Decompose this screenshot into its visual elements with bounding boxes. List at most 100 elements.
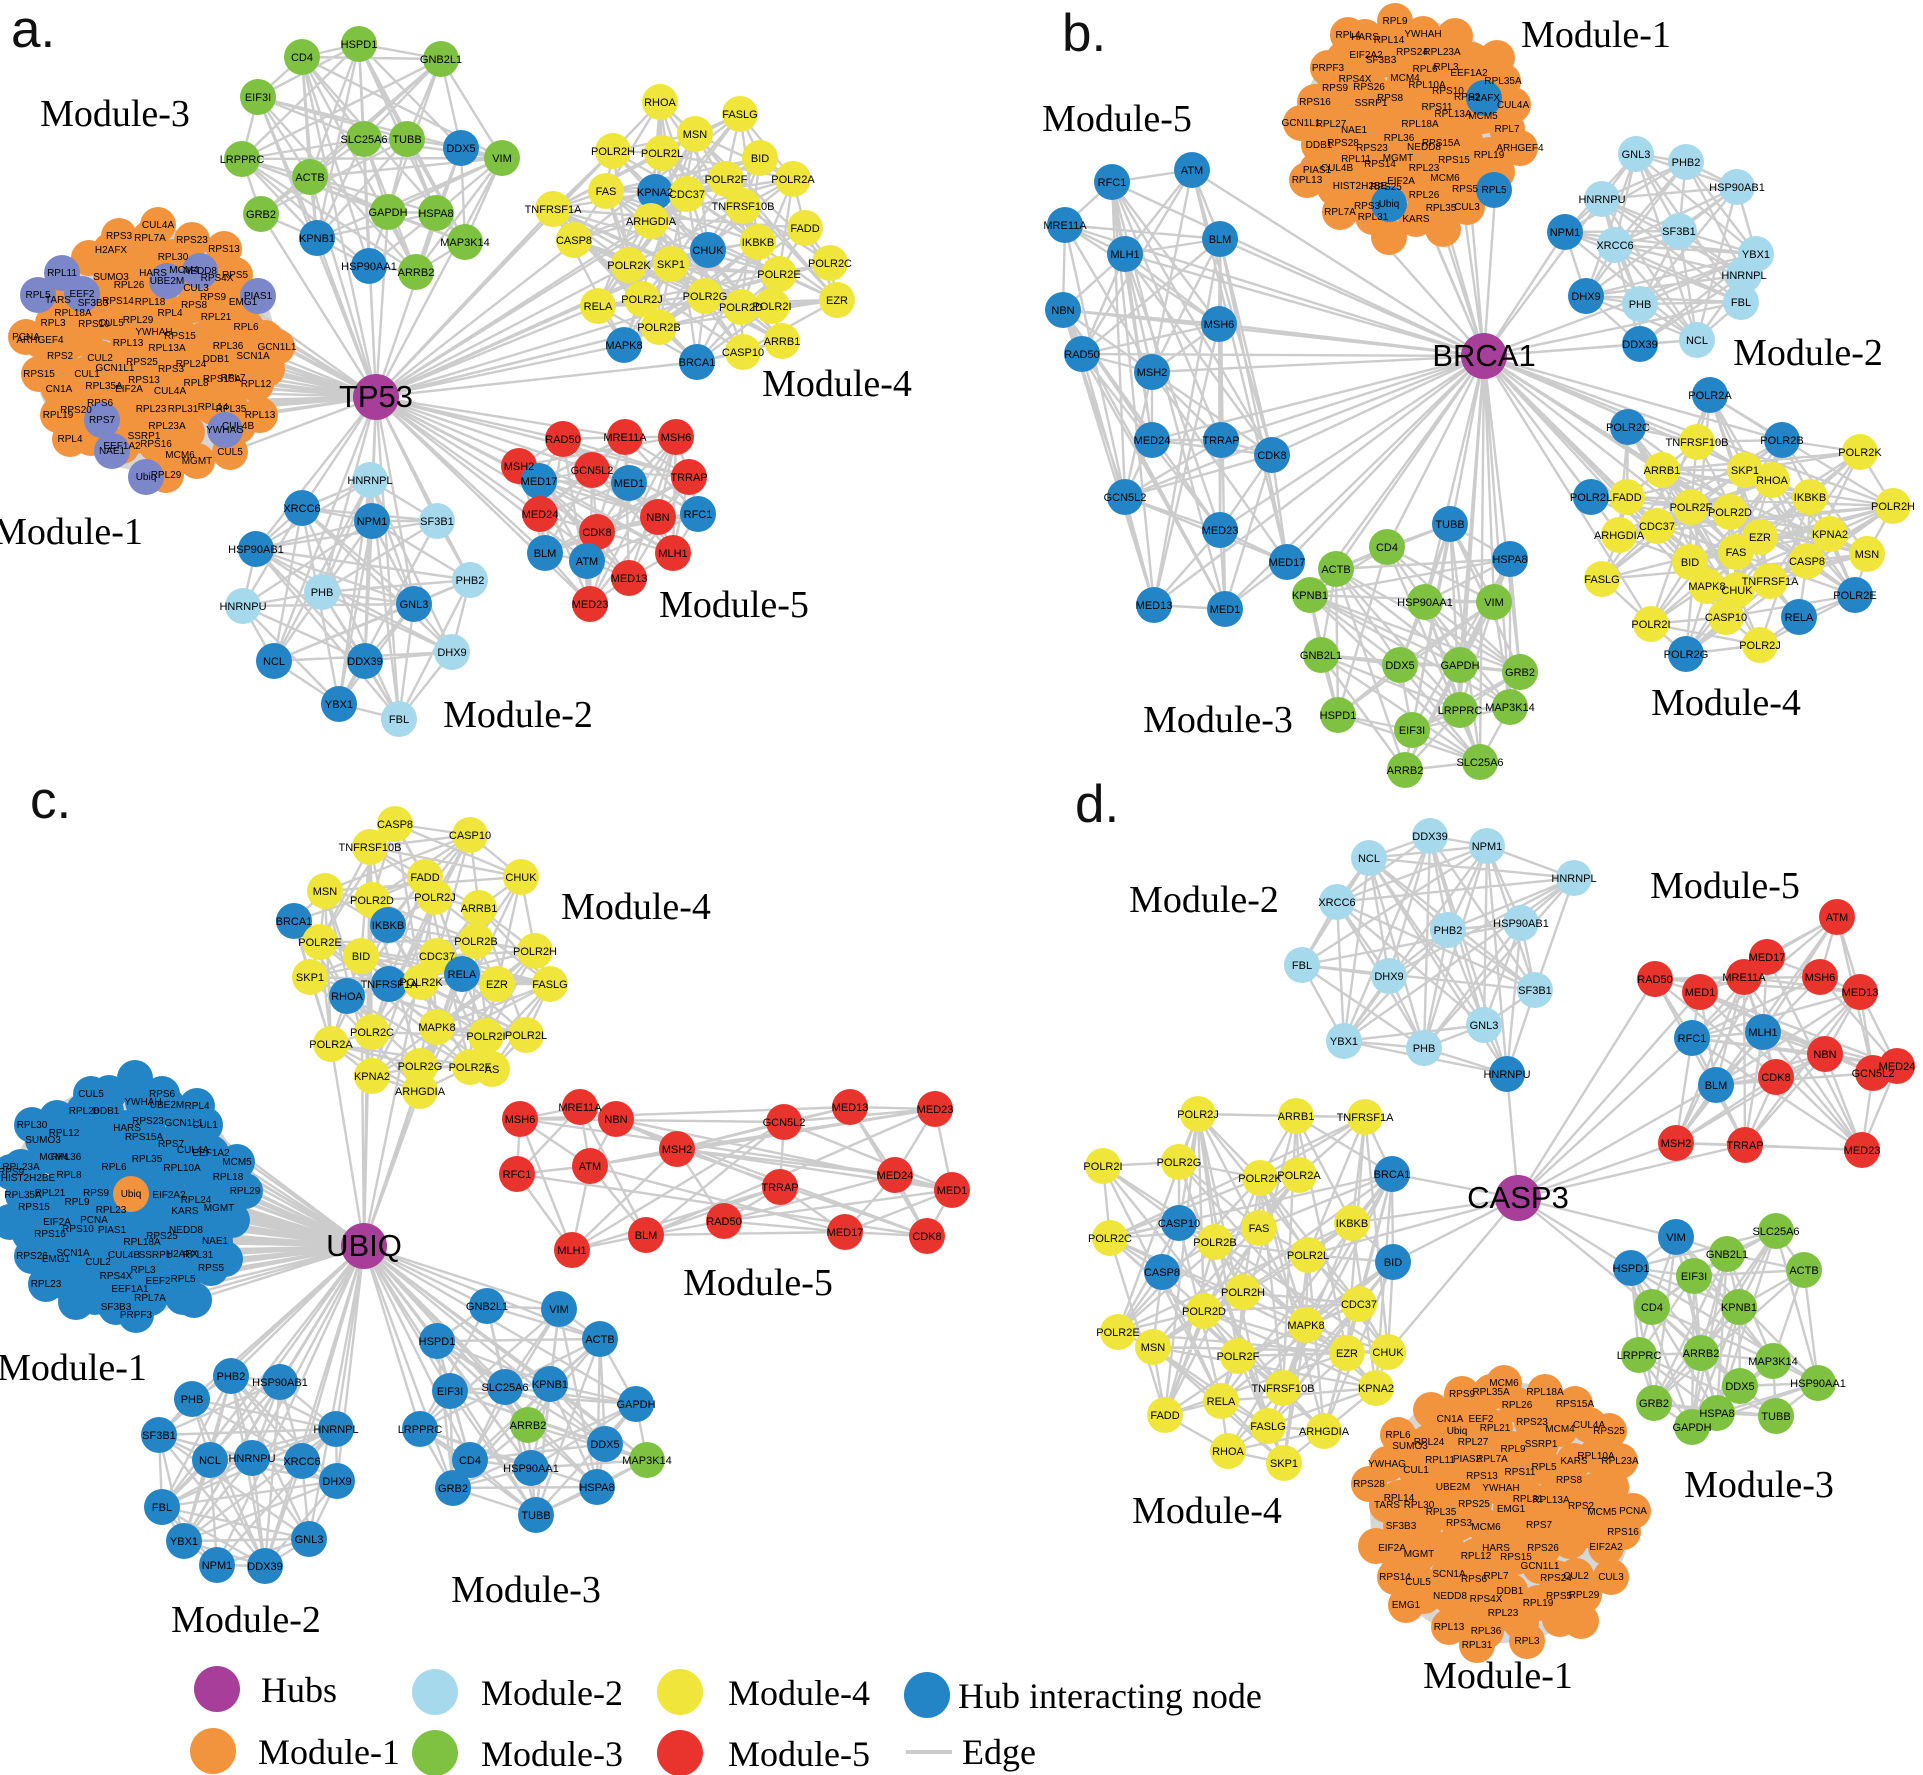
svg-text:RPL31: RPL31: [1513, 1494, 1544, 1505]
svg-text:SF3B3: SF3B3: [1386, 1521, 1417, 1532]
svg-text:CDC37: CDC37: [1639, 521, 1675, 533]
svg-text:RPL7: RPL7: [1494, 124, 1519, 135]
svg-text:HSP90AB1: HSP90AB1: [1493, 918, 1549, 930]
svg-text:POLR2A: POLR2A: [309, 1039, 353, 1051]
svg-text:KPNA2: KPNA2: [1812, 529, 1848, 541]
svg-text:VIM: VIM: [1484, 597, 1504, 609]
svg-text:DHX9: DHX9: [322, 1476, 351, 1488]
svg-text:RPL29: RPL29: [151, 470, 182, 481]
svg-text:RPL7A: RPL7A: [134, 1293, 166, 1304]
svg-text:MAP3K14: MAP3K14: [1748, 1356, 1798, 1368]
svg-text:TNFRSF1A: TNFRSF1A: [1337, 1112, 1395, 1124]
svg-text:MSH2: MSH2: [1137, 367, 1168, 379]
svg-text:EZR: EZR: [486, 979, 508, 991]
svg-text:Module-5: Module-5: [659, 584, 809, 626]
svg-text:POLR2F: POLR2F: [705, 174, 748, 186]
svg-text:ATM: ATM: [1826, 912, 1848, 924]
svg-text:FADD: FADD: [410, 872, 439, 884]
svg-text:RPS3: RPS3: [1446, 1518, 1473, 1529]
svg-text:RPL13A: RPL13A: [148, 343, 186, 354]
svg-text:RPS25: RPS25: [1370, 182, 1402, 193]
svg-text:POLR2L: POLR2L: [505, 1030, 547, 1042]
svg-text:H2AFX: H2AFX: [95, 245, 128, 256]
svg-text:YBX1: YBX1: [1330, 1036, 1358, 1048]
svg-text:Module-2: Module-2: [1733, 332, 1883, 374]
svg-text:DDX39: DDX39: [1622, 339, 1657, 351]
svg-text:UBE2M: UBE2M: [150, 1100, 184, 1111]
svg-text:RPL36: RPL36: [213, 341, 244, 352]
svg-text:Ubiq: Ubiq: [1447, 1426, 1468, 1437]
svg-text:MLH1: MLH1: [557, 1245, 586, 1257]
svg-text:RPL12: RPL12: [1461, 1551, 1492, 1562]
svg-text:RPL5: RPL5: [1531, 1462, 1556, 1473]
svg-text:AS: AS: [485, 1064, 500, 1076]
svg-text:EIF2A: EIF2A: [1387, 176, 1415, 187]
svg-text:CUL3: CUL3: [1454, 202, 1480, 213]
svg-text:RPS5: RPS5: [1452, 184, 1479, 195]
svg-text:KARS: KARS: [1402, 214, 1430, 225]
svg-text:RPL23: RPL23: [1409, 163, 1440, 174]
svg-text:Ubiq: Ubiq: [136, 472, 157, 483]
svg-text:RPL10A: RPL10A: [1577, 1451, 1615, 1462]
svg-text:RHOA: RHOA: [644, 97, 676, 109]
svg-text:YWHAH: YWHAH: [1404, 29, 1441, 40]
svg-text:MRE11A: MRE11A: [1722, 972, 1766, 984]
svg-text:RPS24: RPS24: [1540, 1573, 1572, 1584]
svg-text:SUMO3: SUMO3: [25, 1135, 61, 1146]
svg-text:MED1: MED1: [937, 1185, 968, 1197]
svg-text:MCM5: MCM5: [222, 1157, 252, 1168]
svg-text:YBX1: YBX1: [170, 1536, 198, 1548]
svg-text:RPL35: RPL35: [132, 1154, 163, 1165]
svg-text:EZR: EZR: [1336, 1348, 1358, 1360]
svg-text:MSH2: MSH2: [662, 1144, 693, 1156]
svg-text:NEDD8: NEDD8: [183, 266, 217, 277]
svg-text:CD4: CD4: [291, 52, 313, 64]
svg-text:HSP90AB1: HSP90AB1: [228, 544, 284, 556]
svg-text:RPL6: RPL6: [1412, 64, 1437, 75]
svg-text:GAPDH: GAPDH: [368, 207, 407, 219]
svg-text:CUL5: CUL5: [78, 1089, 104, 1100]
svg-text:BID: BID: [1384, 1257, 1402, 1269]
svg-text:Module-1: Module-1: [1423, 1655, 1573, 1697]
svg-text:POLR2I: POLR2I: [466, 1031, 505, 1043]
svg-text:POLR2E: POLR2E: [757, 269, 800, 281]
svg-text:H2AFX: H2AFX: [1468, 93, 1501, 104]
svg-text:IKBKB: IKBKB: [1336, 1218, 1368, 1230]
svg-text:H2AFX: H2AFX: [166, 1249, 199, 1260]
svg-text:FAS: FAS: [1726, 547, 1747, 559]
svg-text:CDK8: CDK8: [1761, 1072, 1790, 1084]
svg-text:RPS4X: RPS4X: [1339, 74, 1372, 85]
svg-text:EEF1A1: EEF1A1: [111, 1284, 149, 1295]
svg-text:RPS26: RPS26: [16, 1251, 48, 1262]
svg-text:BLM: BLM: [1705, 1080, 1728, 1092]
svg-text:RELA: RELA: [448, 969, 477, 981]
svg-text:POLR2C: POLR2C: [1088, 1233, 1132, 1245]
svg-text:POLR2H: POLR2H: [513, 946, 557, 958]
svg-text:PIAS1: PIAS1: [244, 291, 273, 302]
svg-text:RPS10: RPS10: [78, 319, 110, 330]
svg-text:TRRAP: TRRAP: [1726, 1140, 1763, 1152]
svg-text:RPS5: RPS5: [1546, 1591, 1573, 1602]
svg-text:ARRB1: ARRB1: [1644, 465, 1681, 477]
svg-text:FASLG: FASLG: [722, 109, 757, 121]
svg-text:FADD: FADD: [1612, 492, 1641, 504]
svg-text:MCM6: MCM6: [1489, 1378, 1519, 1389]
svg-text:RPL4: RPL4: [1335, 30, 1360, 41]
svg-text:DDX39: DDX39: [1412, 831, 1447, 843]
svg-text:PRPF3: PRPF3: [1312, 63, 1345, 74]
svg-text:CUL5: CUL5: [98, 318, 124, 329]
svg-text:EIF3I: EIF3I: [1399, 725, 1425, 737]
svg-text:KARS: KARS: [1560, 1456, 1588, 1467]
svg-text:CN1A: CN1A: [1437, 1414, 1464, 1425]
svg-text:CDC37: CDC37: [669, 189, 705, 201]
svg-text:RPL18: RPL18: [213, 1172, 244, 1183]
svg-text:RPS13: RPS13: [1466, 1471, 1498, 1482]
svg-text:CUL4A: CUL4A: [1573, 1420, 1606, 1431]
svg-text:RPS15A: RPS15A: [125, 1132, 164, 1143]
svg-text:HSPA8: HSPA8: [579, 1482, 614, 1494]
svg-text:BID: BID: [1681, 557, 1699, 569]
svg-text:SKP1: SKP1: [657, 259, 685, 271]
svg-text:Module-3: Module-3: [481, 1734, 623, 1774]
svg-text:EMG1: EMG1: [1392, 1600, 1421, 1611]
svg-text:RPL9: RPL9: [64, 1197, 89, 1208]
